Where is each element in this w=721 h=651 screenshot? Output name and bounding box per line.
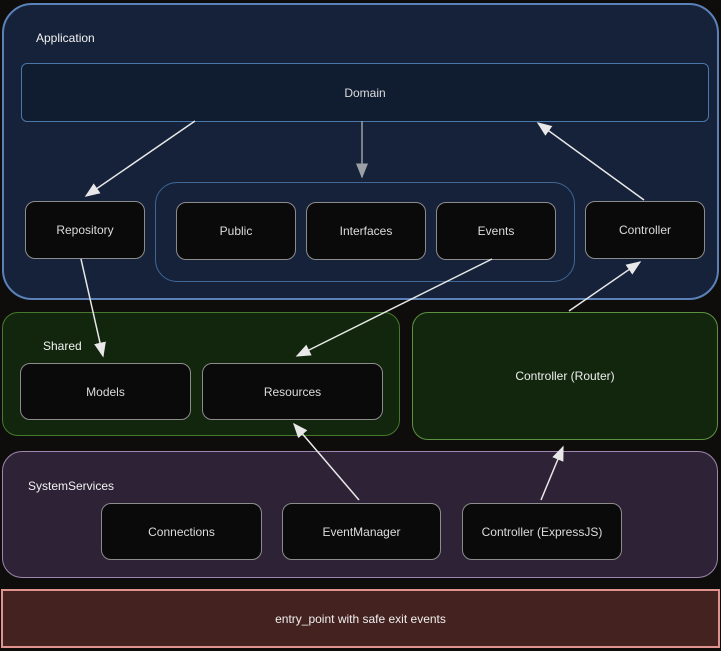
node-controller: Controller: [585, 201, 705, 259]
entry-point-bar: entry_point with safe exit events: [1, 589, 720, 648]
node-repository: Repository: [25, 201, 145, 259]
node-resources: Resources: [202, 363, 383, 420]
controller-router-container: Controller (Router): [412, 312, 718, 440]
node-controller-expressjs: Controller (ExpressJS): [462, 503, 622, 560]
application-inner-group: Public Interfaces Events: [155, 182, 575, 282]
application-container: Application Domain Repository Public Int…: [2, 3, 719, 300]
node-connections: Connections: [101, 503, 262, 560]
system-services-container: SystemServices Connections EventManager …: [2, 451, 718, 578]
node-models: Models: [20, 363, 191, 420]
node-interfaces: Interfaces: [306, 202, 426, 260]
node-event-manager: EventManager: [282, 503, 441, 560]
controller-router-label: Controller (Router): [515, 369, 615, 383]
entry-point-label: entry_point with safe exit events: [275, 611, 446, 626]
application-label: Application: [36, 31, 95, 45]
node-events: Events: [436, 202, 556, 260]
node-public: Public: [176, 202, 296, 260]
node-domain: Domain: [21, 63, 709, 122]
shared-container: Shared Models Resources: [2, 312, 400, 436]
shared-label: Shared: [43, 339, 82, 353]
system-services-label: SystemServices: [28, 479, 115, 493]
